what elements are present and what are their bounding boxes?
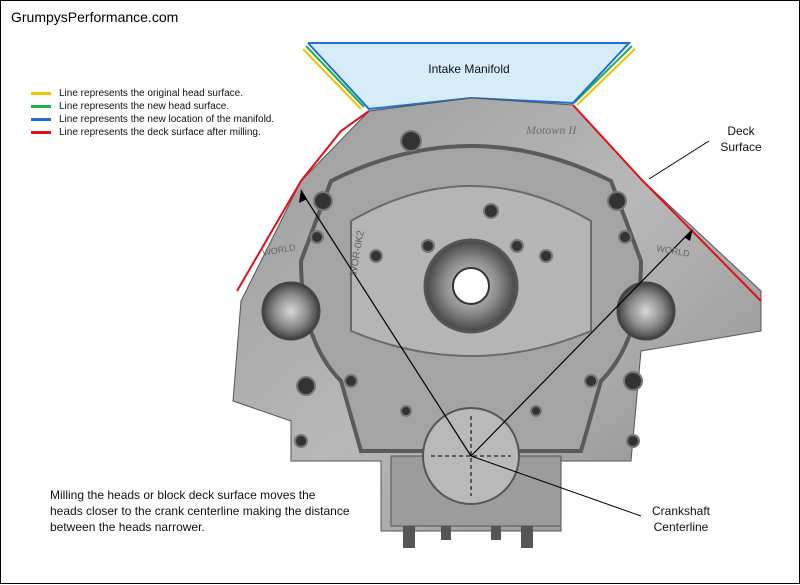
intake-manifold-shape — [308, 43, 629, 111]
legend-item-manifold-location: Line represents the new location of the … — [31, 113, 274, 126]
right-cylinder-bore — [616, 281, 676, 341]
crank-callout-leader — [470, 455, 642, 517]
intake-manifold-label: Intake Manifold — [428, 62, 510, 76]
manifold-outline — [307, 42, 632, 111]
new-head-line-right — [573, 45, 633, 104]
bottom-studs — [403, 526, 533, 548]
right-deck-to-crank-line — [470, 230, 692, 457]
left-line-arrowhead — [299, 189, 307, 203]
new-head-line-left — [305, 45, 365, 108]
legend-label: Line represents the original head surfac… — [59, 88, 244, 99]
site-title: GrumpysPerformance.com — [11, 9, 179, 25]
milling-note: Milling the heads or block deck surface … — [50, 488, 350, 534]
legend-swatch-green — [31, 105, 51, 108]
deck-surface-label: Deck Surface — [701, 123, 781, 155]
legend-label: Line represents the deck surface after m… — [59, 127, 261, 138]
bolt-holes — [294, 130, 643, 448]
deck-label-line1: Deck — [727, 124, 755, 138]
deck-label-line2: Surface — [720, 140, 762, 154]
legend-item-new-head: Line represents the new head surface. — [31, 100, 274, 113]
legend-swatch-yellow — [31, 92, 51, 95]
legend-label: Line represents the new location of the … — [59, 114, 275, 125]
legend-label: Line represents the new head surface. — [59, 101, 230, 112]
deck-callout-leader — [648, 140, 710, 180]
original-head-line-right — [576, 48, 636, 106]
legend-item-deck-surface: Line represents the deck surface after m… — [31, 126, 274, 139]
original-head-line-left — [302, 48, 362, 110]
deck-line-right — [572, 104, 762, 302]
legend-swatch-red — [31, 131, 51, 134]
crankshaft-centerline-label: Crankshaft Centerline — [621, 503, 741, 535]
crank-label-line2: Centerline — [653, 520, 709, 534]
legend: Line represents the original head surfac… — [31, 87, 274, 139]
left-cylinder-bore — [261, 281, 321, 341]
crank-label-line1: Crankshaft — [651, 504, 711, 518]
left-deck-to-crank-line — [300, 190, 472, 457]
legend-swatch-blue — [31, 118, 51, 121]
deck-line-left — [236, 110, 370, 292]
block-casting-text: Motown II — [525, 123, 577, 137]
legend-item-original-head: Line represents the original head surfac… — [31, 87, 274, 100]
right-line-arrowhead — [684, 229, 693, 241]
